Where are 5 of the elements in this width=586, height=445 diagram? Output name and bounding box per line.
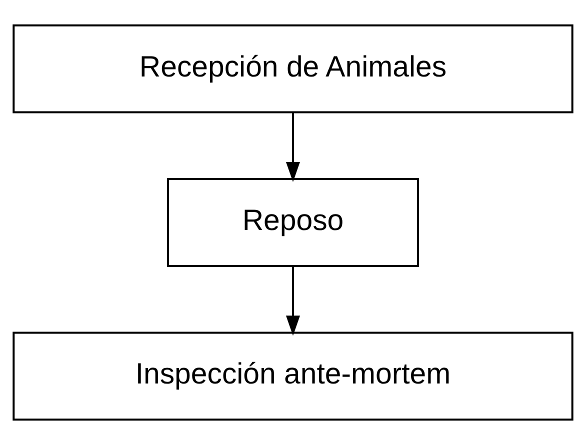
arrow: [286, 112, 300, 182]
node-box: Recepción de Animales: [12, 24, 574, 114]
node-box: Inspección ante-mortem: [12, 332, 574, 421]
arrow: [286, 266, 300, 336]
node-box: Reposo: [167, 178, 419, 267]
